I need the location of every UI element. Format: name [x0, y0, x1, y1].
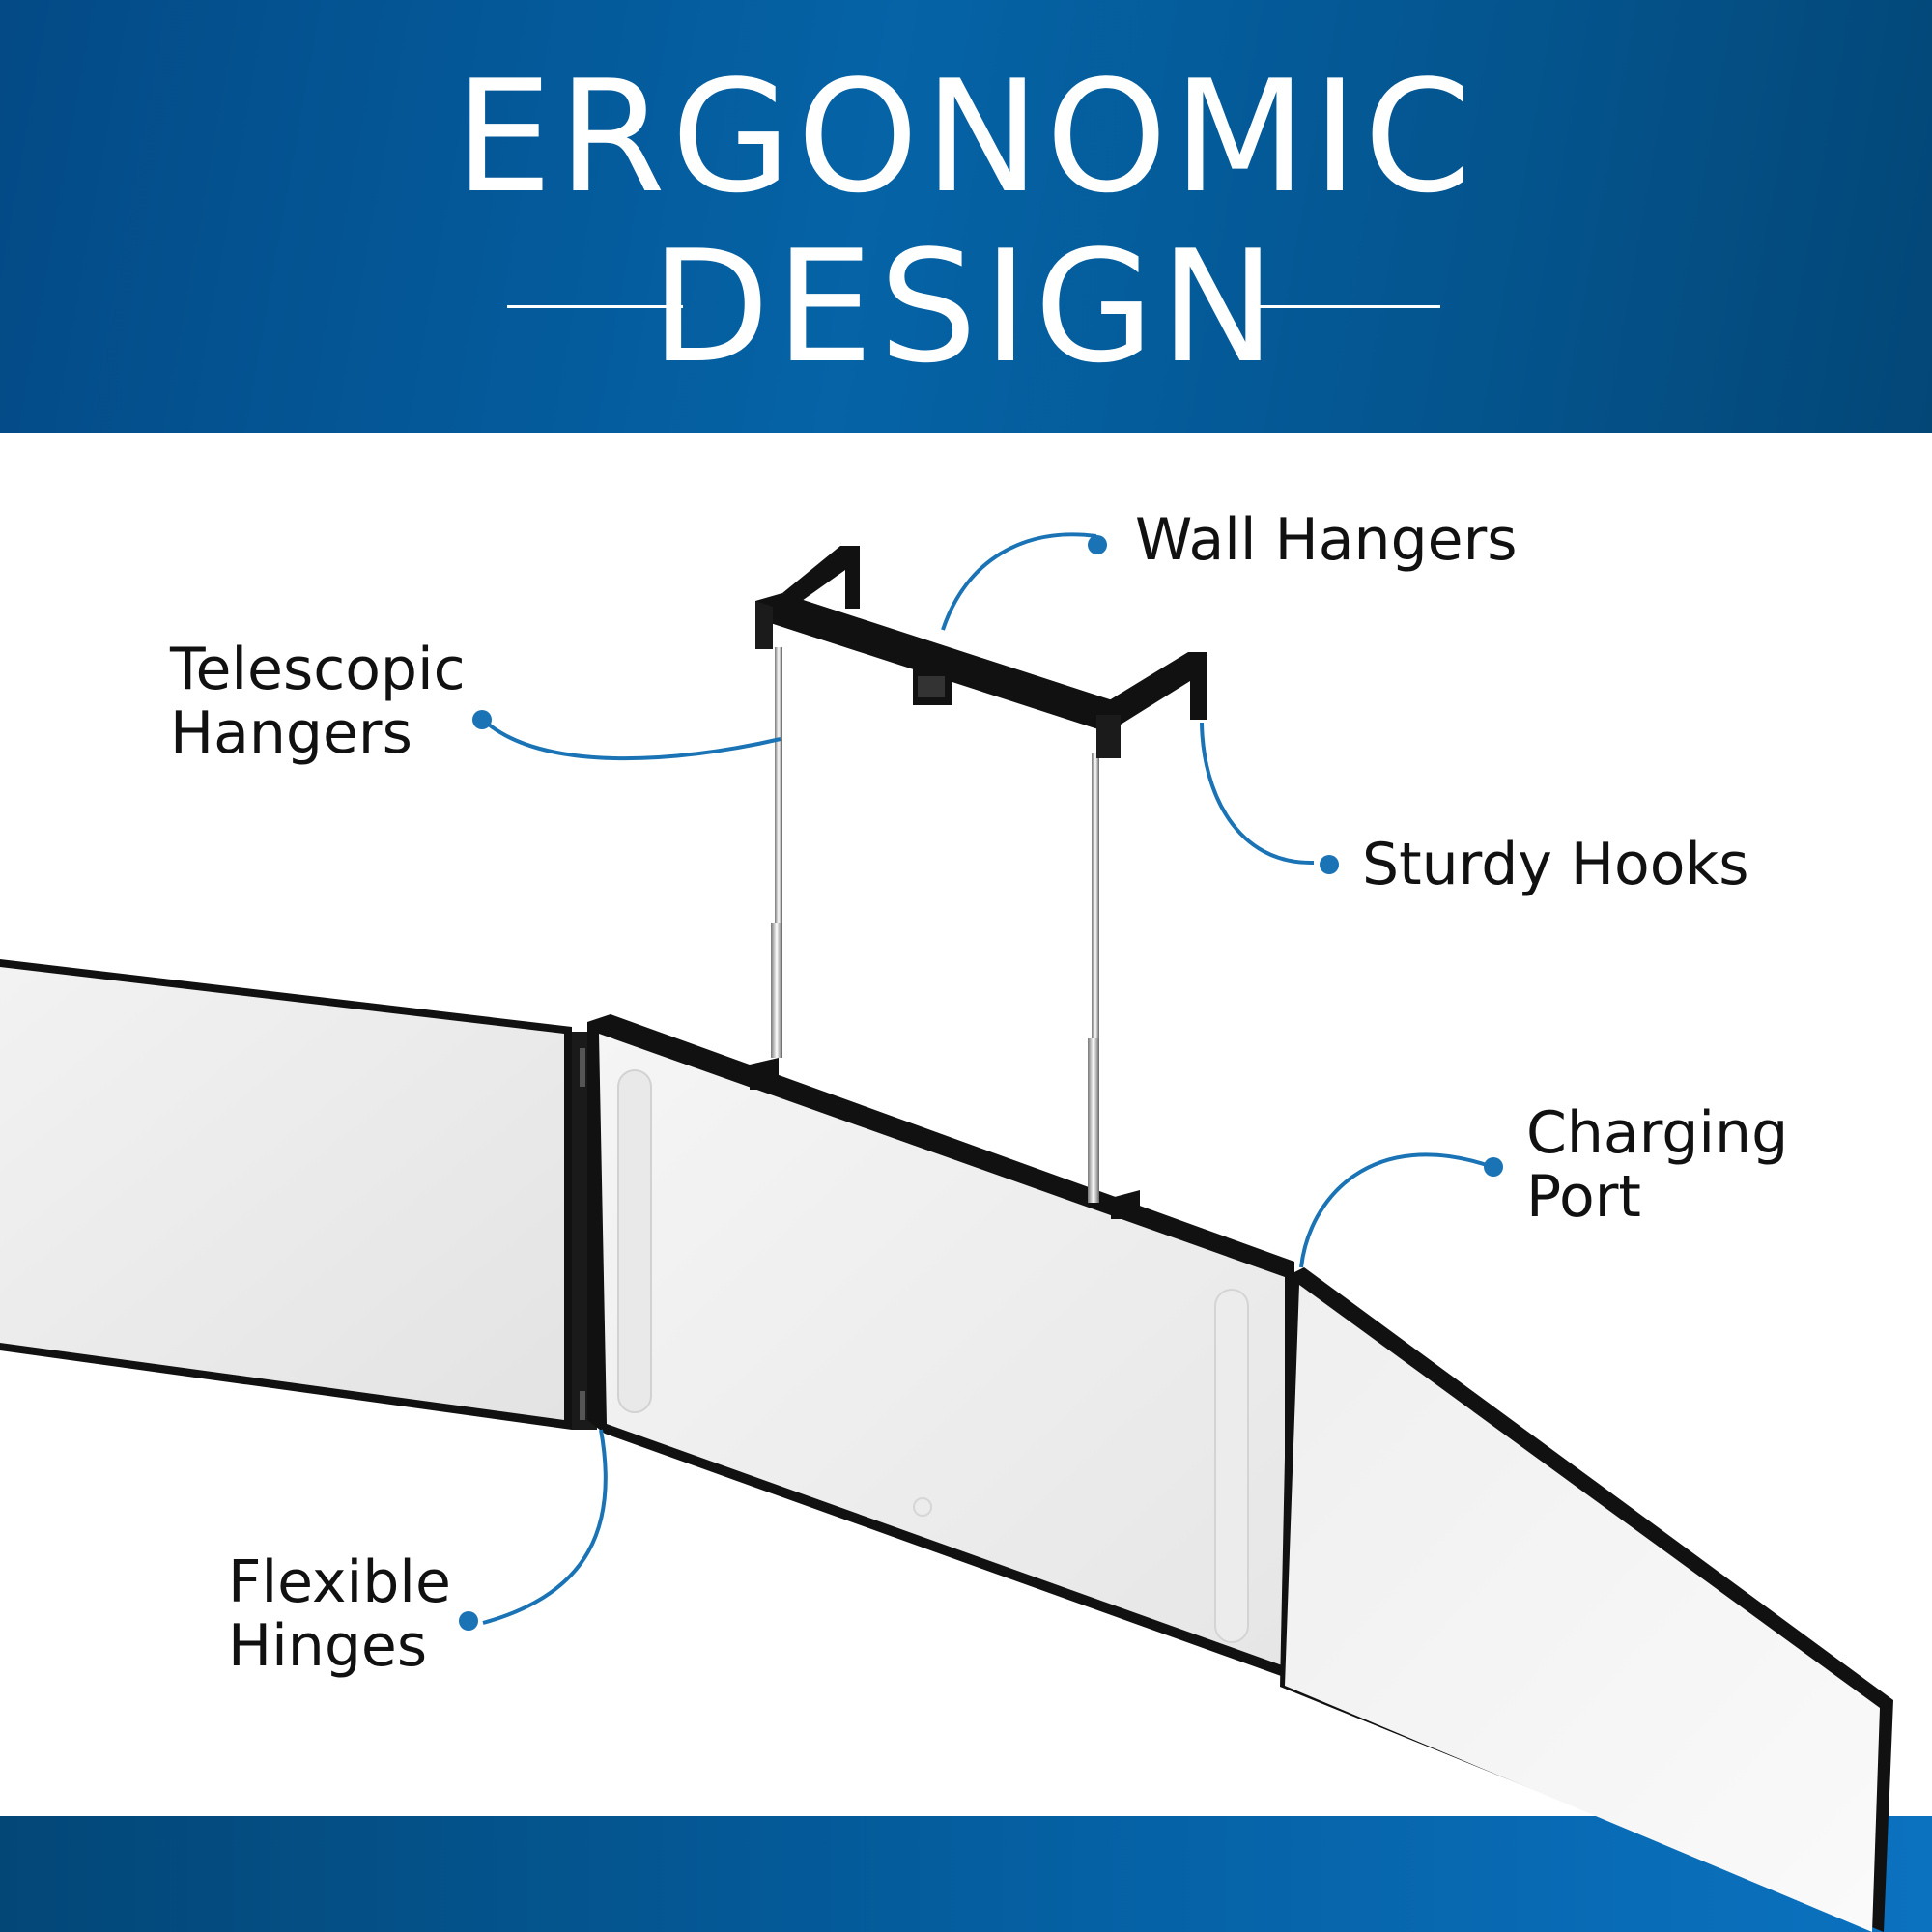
label-charging-line-2: Port	[1526, 1163, 1641, 1231]
label-flexible-hinges: Flexible Hinges	[228, 1550, 451, 1678]
title-line-1: ERGONOMIC	[454, 46, 1478, 227]
label-flexible-line-1: Flexible	[228, 1548, 451, 1616]
callout-line-wall-hangers	[941, 532, 1097, 631]
callout-lines	[481, 532, 1493, 1625]
title-rule-right	[1254, 305, 1440, 308]
wall-hanger-bracket	[755, 546, 1208, 758]
center-top-brackets	[750, 1058, 1140, 1219]
label-sturdy-hooks-text: Sturdy Hooks	[1362, 831, 1749, 898]
header-banner: ERGONOMIC DESIGN	[0, 0, 1932, 433]
callout-dot-flexible-hinges	[459, 1611, 478, 1631]
left-mirror-panel	[0, 959, 572, 1430]
label-telescopic-line-2: Hangers	[170, 699, 412, 767]
label-telescopic-hangers: Telescopic Hangers	[170, 638, 466, 765]
footer-banner	[0, 1816, 1932, 1932]
right-mirror-panel	[1280, 1267, 1893, 1932]
label-wall-hangers-text: Wall Hangers	[1135, 506, 1518, 574]
telescopic-rods	[771, 647, 1099, 1203]
label-sturdy-hooks: Sturdy Hooks	[1362, 833, 1748, 896]
callout-line-sturdy-hooks	[1200, 722, 1315, 866]
callout-line-telescopic-hangers	[481, 718, 781, 761]
callout-line-flexible-hinges	[482, 1429, 608, 1625]
label-wall-hangers: Wall Hangers	[1135, 508, 1518, 572]
callout-dot-charging-port	[1484, 1157, 1503, 1177]
callout-line-charging-port	[1299, 1152, 1493, 1268]
title-line-2: DESIGN	[650, 216, 1282, 397]
label-flexible-line-2: Hinges	[228, 1612, 428, 1680]
center-mirror-panel	[587, 1014, 1294, 1681]
callout-dot-wall-hangers	[1088, 535, 1107, 554]
callout-dot-telescopic-hangers	[472, 710, 492, 729]
callout-dot-sturdy-hooks	[1320, 855, 1339, 874]
label-charging-port: Charging Port	[1526, 1101, 1788, 1229]
callout-dots	[459, 535, 1503, 1631]
touch-button-icon	[913, 1497, 932, 1517]
label-charging-line-1: Charging	[1526, 1099, 1789, 1167]
label-telescopic-line-1: Telescopic	[170, 636, 466, 703]
led-strip-left	[617, 1069, 652, 1413]
title-rule-left	[507, 305, 683, 308]
led-strip-right	[1214, 1289, 1249, 1643]
